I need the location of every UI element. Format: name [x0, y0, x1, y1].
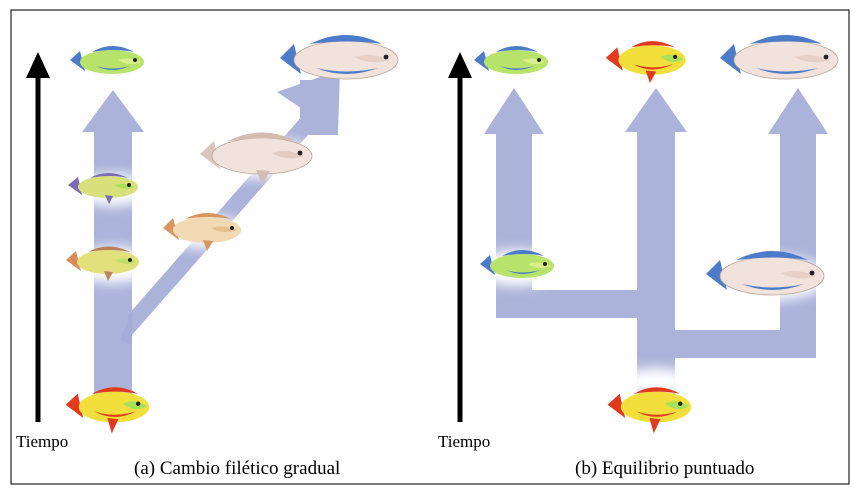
lineage-arrow-right-b: [656, 88, 828, 358]
fish-top-right-b: [720, 35, 839, 80]
figure-frame: [10, 9, 850, 485]
fish-branch-stage2-a: [200, 132, 313, 184]
panel-punctuated-equilibrium: [448, 35, 839, 434]
fish-left-branch-origin-b: [480, 250, 554, 278]
fish-branch-stage1-a: [163, 213, 241, 251]
fish-stage1-a: [66, 246, 139, 281]
fish-top-left-b: [474, 46, 548, 74]
fish-descendant-branch-a: [280, 35, 399, 80]
caption-b: (b) Equilibrio puntuado: [575, 458, 755, 479]
fish-stage2-a: [68, 173, 138, 204]
time-axis-arrowhead-b: [448, 52, 472, 78]
time-axis-arrowhead-a: [26, 52, 50, 78]
fish-ancestor-b: [607, 387, 692, 434]
caption-a: (a) Cambio filético gradual: [134, 458, 341, 479]
fish-top-center-b: [605, 41, 686, 84]
time-label-b: Tiempo: [438, 432, 491, 451]
lineage-arrow-left-b: [484, 88, 656, 318]
panel-gradualism: [26, 35, 399, 434]
time-label-a: Tiempo: [16, 432, 69, 451]
fish-right-branch-origin-b: [706, 251, 825, 296]
fish-descendant-main-a: [70, 46, 144, 74]
fish-ancestor-a: [65, 387, 150, 434]
